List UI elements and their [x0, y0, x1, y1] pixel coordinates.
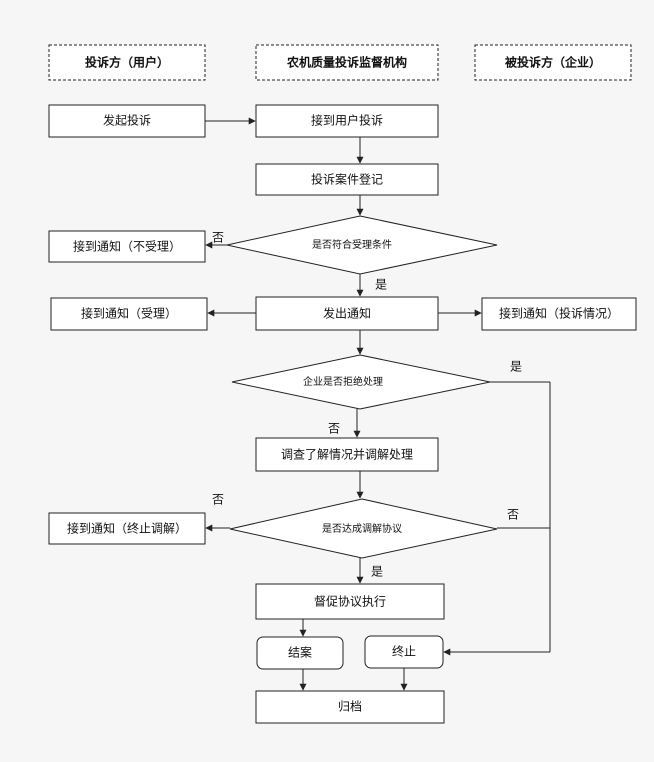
node-investigate-label: 调查了解情况并调解处理: [281, 448, 413, 462]
node-receive-complaint-label: 接到用户投诉: [311, 113, 383, 128]
lane-header-company: 被投诉方（企业）: [474, 44, 632, 81]
label-no-right: 否: [507, 508, 519, 522]
node-notice-reject: 接到通知（不受理）: [48, 230, 206, 263]
lane-header-user-label: 投诉方（用户）: [85, 55, 169, 70]
label-yes-accept: 是: [375, 278, 387, 292]
node-terminate-label: 终止: [392, 644, 416, 659]
lane-header-company-label: 被投诉方（企业）: [505, 55, 601, 70]
label-no-left: 否: [212, 493, 224, 507]
node-supervise: 督促协议执行: [255, 583, 445, 620]
node-register-case-label: 投诉案件登记: [311, 172, 383, 187]
node-close-case-label: 结案: [288, 645, 312, 660]
node-terminate: 终止: [364, 635, 444, 669]
node-supervise-label: 督促协议执行: [314, 594, 386, 609]
node-archive-label: 归档: [338, 700, 362, 714]
node-initiate-complaint: 发起投诉: [48, 104, 206, 138]
lane-header-agency: 农机质量投诉监督机构: [255, 44, 439, 81]
decision-check-conditions-label: 是否符合受理条件: [312, 238, 392, 251]
node-notice-accept-label: 接到通知（受理）: [81, 306, 177, 321]
label-yes-agreement: 是: [371, 565, 383, 579]
node-notice-complaint-label: 接到通知（投诉情况）: [499, 306, 619, 321]
node-notice-reject-label: 接到通知（不受理）: [73, 239, 181, 254]
node-notice-accept: 接到通知（受理）: [50, 297, 208, 331]
decision-company-refuse-label: 企业是否拒绝处理: [303, 375, 383, 388]
decision-company-refuse: 企业是否拒绝处理: [231, 354, 491, 410]
node-issue-notice: 发出通知: [255, 296, 439, 331]
label-yes-refuse: 是: [510, 360, 522, 374]
decision-agreement: 是否达成调解协议: [229, 498, 498, 559]
node-receive-complaint: 接到用户投诉: [255, 104, 439, 138]
label-no-refuse: 否: [328, 422, 340, 436]
node-notice-end-label: 接到通知（终止调解）: [67, 521, 187, 536]
lane-header-user: 投诉方（用户）: [48, 44, 206, 81]
node-register-case: 投诉案件登记: [255, 163, 439, 196]
decision-check-conditions: 是否符合受理条件: [226, 215, 498, 275]
lane-header-agency-label: 农机质量投诉监督机构: [286, 55, 407, 70]
node-close-case: 结案: [256, 636, 344, 670]
label-no-reject: 否: [212, 231, 224, 245]
node-initiate-complaint-label: 发起投诉: [103, 113, 151, 128]
node-archive: 归档: [255, 690, 445, 724]
decision-agreement-label: 是否达成调解协议: [322, 522, 402, 535]
node-notice-complaint: 接到通知（投诉情况）: [481, 297, 637, 331]
node-issue-notice-label: 发出通知: [323, 306, 371, 321]
node-investigate: 调查了解情况并调解处理: [255, 437, 439, 472]
node-notice-end: 接到通知（终止调解）: [48, 512, 206, 545]
